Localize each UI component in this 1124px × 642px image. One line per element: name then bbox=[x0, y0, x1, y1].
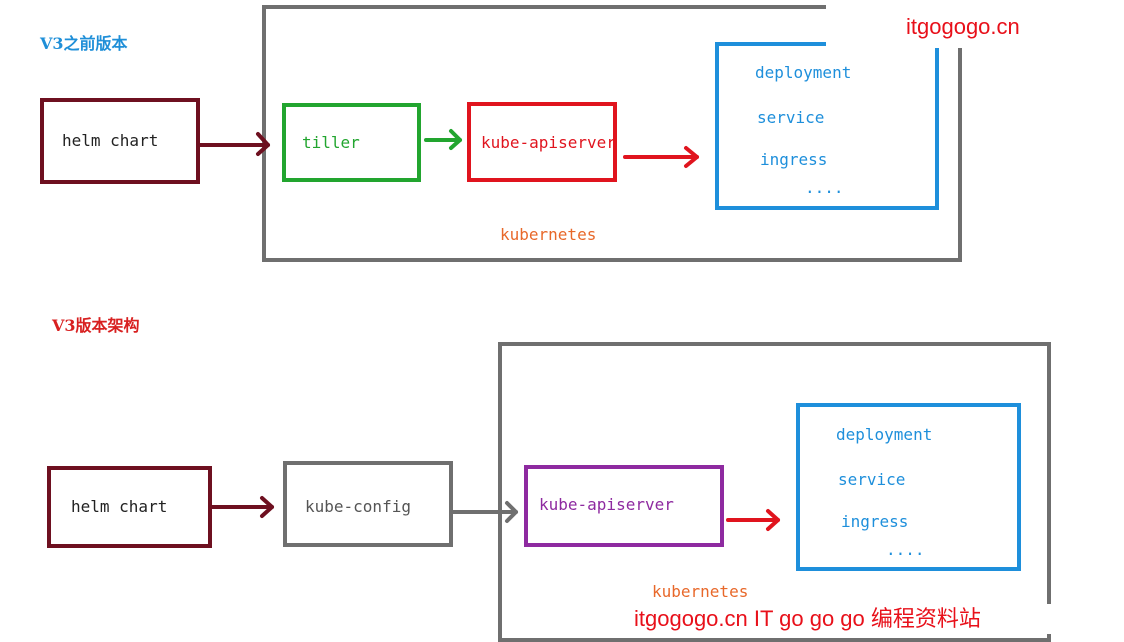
v3-resource-deployment: deployment bbox=[836, 425, 933, 444]
v3-section-title: V3版本架构 bbox=[52, 316, 140, 335]
v3-kube-config-box: kube-config bbox=[283, 461, 453, 547]
v2-section-title: V3之前版本 bbox=[40, 34, 128, 53]
v3-kube-apiserver-box: kube-apiserver bbox=[524, 465, 724, 547]
watermark-bottom-backdrop bbox=[544, 604, 1124, 634]
v2-arrow-tiller-to-apiserver bbox=[424, 129, 462, 150]
v2-helm-chart-label: helm chart bbox=[62, 131, 159, 150]
v3-resource-service: service bbox=[838, 470, 906, 489]
v3-kubernetes-label: kubernetes bbox=[652, 582, 749, 601]
v3-resource-ellipsis: .... bbox=[886, 540, 925, 559]
v2-kubernetes-cluster-box bbox=[262, 5, 962, 262]
v3-resource-ingress: ingress bbox=[841, 512, 909, 531]
v2-arrow-apiserver-to-resources bbox=[623, 146, 699, 168]
v2-kube-apiserver-box: kube-apiserver bbox=[467, 102, 617, 182]
v2-kubernetes-label: kubernetes bbox=[500, 225, 597, 244]
v2-tiller-box: tiller bbox=[282, 103, 421, 182]
v3-resources-box: deployment service ingress .... bbox=[796, 403, 1021, 571]
v2-resource-ellipsis: .... bbox=[805, 178, 844, 197]
v2-resource-service: service bbox=[757, 108, 825, 127]
v2-resource-ingress: ingress bbox=[760, 150, 828, 169]
v2-tiller-label: tiller bbox=[302, 133, 360, 152]
v2-helm-chart-box: helm chart bbox=[40, 98, 200, 184]
v2-arrow-helm-to-tiller bbox=[198, 132, 270, 156]
watermark-top: itgogogo.cn bbox=[906, 14, 1020, 39]
watermark-bottom: itgogogo.cn IT go go go 编程资料站 bbox=[634, 606, 981, 631]
v2-kube-apiserver-label: kube-apiserver bbox=[481, 133, 616, 152]
v3-arrow-helm-to-config bbox=[210, 496, 274, 518]
v2-resource-deployment: deployment bbox=[755, 63, 852, 82]
v3-kube-config-label: kube-config bbox=[305, 497, 411, 516]
v3-arrow-config-to-apiserver bbox=[451, 501, 518, 523]
v3-helm-chart-label: helm chart bbox=[71, 497, 168, 516]
watermark-top-backdrop bbox=[826, 0, 1124, 48]
v3-arrow-apiserver-to-resources bbox=[726, 509, 780, 531]
v3-kube-apiserver-label: kube-apiserver bbox=[539, 495, 674, 514]
